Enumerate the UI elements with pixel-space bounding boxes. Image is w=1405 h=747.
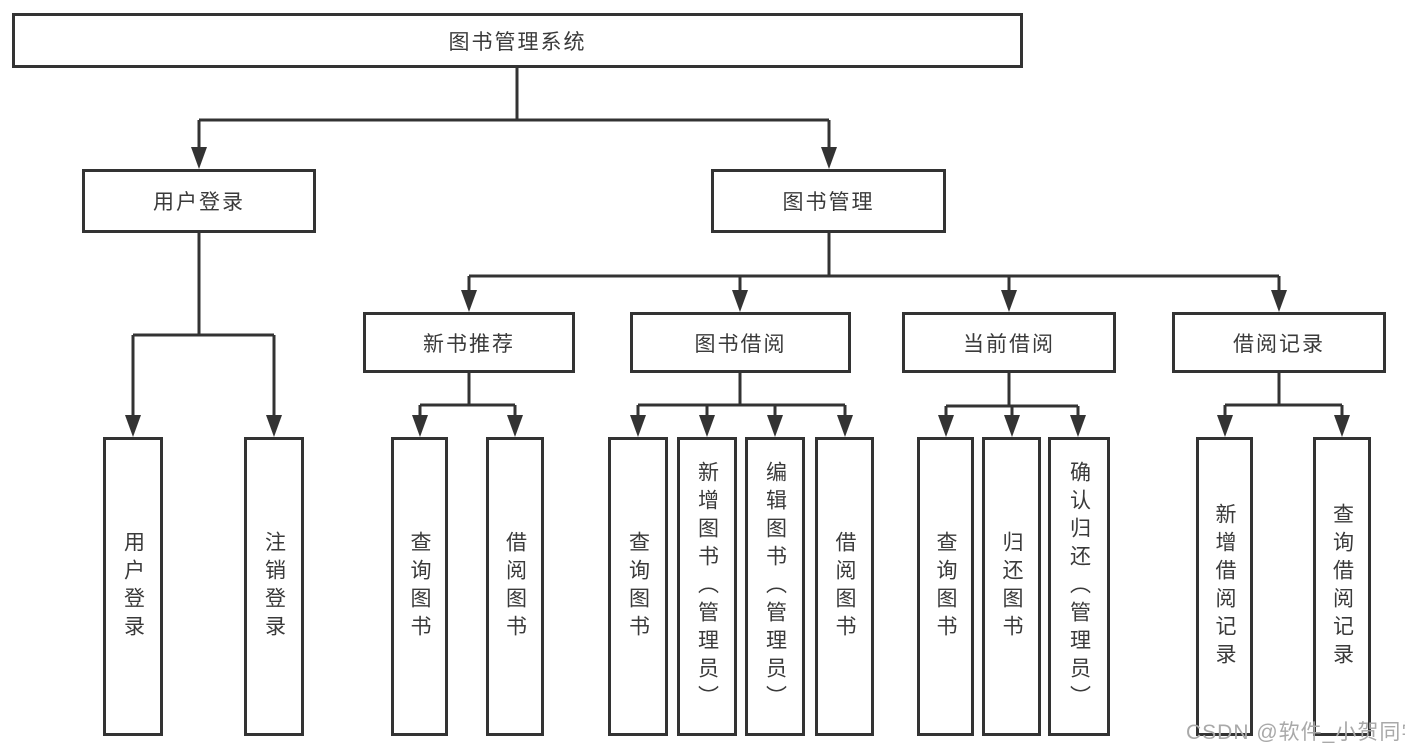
leaf-query-borrow-record: 查询借阅记录 <box>1313 437 1371 736</box>
node-new-book-recommend: 新书推荐 <box>363 312 575 373</box>
node-book-borrowing: 图书借阅 <box>630 312 851 373</box>
leaf-logout: 注销登录 <box>244 437 304 736</box>
leaf-user-login: 用户登录 <box>103 437 163 736</box>
leaf-return-books: 归还图书 <box>982 437 1041 736</box>
node-current-borrowing: 当前借阅 <box>902 312 1116 373</box>
leaf-query-books-2: 查询图书 <box>608 437 668 736</box>
node-book-management: 图书管理 <box>711 169 946 233</box>
leaf-query-books-3: 查询图书 <box>917 437 974 736</box>
node-root-system: 图书管理系统 <box>12 13 1023 68</box>
csdn-watermark: CSDN @软件_小贺同学 <box>1186 721 1405 744</box>
arrowheads <box>125 147 1350 437</box>
leaf-edit-books-admin: 编辑图书（管理员） <box>745 437 805 736</box>
leaf-borrow-books-2: 借阅图书 <box>815 437 874 736</box>
leaf-add-borrow-record: 新增借阅记录 <box>1196 437 1253 736</box>
leaf-query-books-1: 查询图书 <box>391 437 448 736</box>
leaf-add-books-admin: 新增图书（管理员） <box>677 437 737 736</box>
leaf-borrow-books-1: 借阅图书 <box>486 437 544 736</box>
node-user-login: 用户登录 <box>82 169 316 233</box>
node-borrowing-records: 借阅记录 <box>1172 312 1386 373</box>
leaf-confirm-return-admin: 确认归还（管理员） <box>1048 437 1110 736</box>
